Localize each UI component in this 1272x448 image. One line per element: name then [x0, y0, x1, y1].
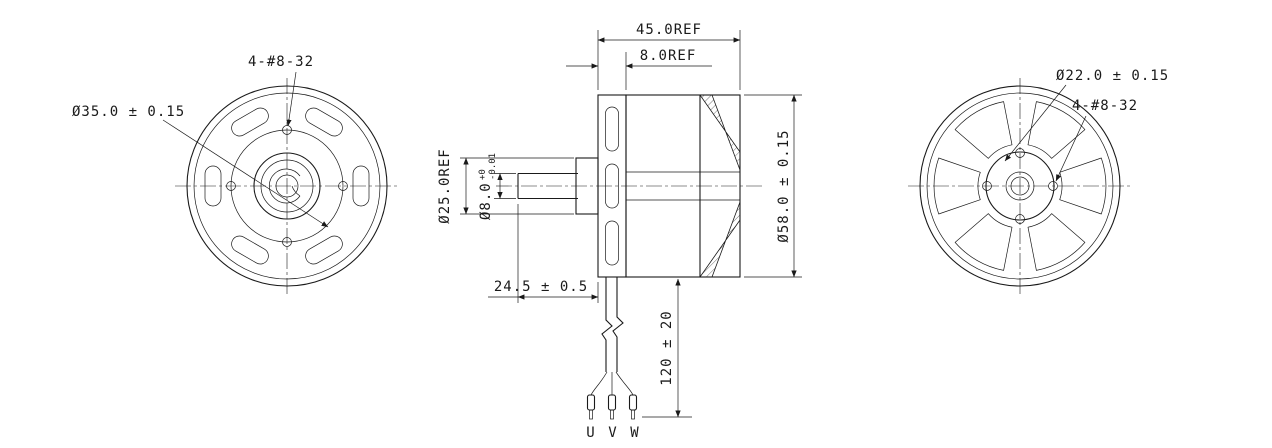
front-bolt-circle [230, 129, 344, 243]
bell-wall-bottom [699, 201, 741, 278]
rear-screw-holes [982, 148, 1058, 224]
shaft-tol-lower: -0.01 [488, 153, 498, 180]
rear-holes-leader [1055, 115, 1087, 182]
rear-holes-callout: 4-#8-32 [1055, 98, 1138, 182]
wire-connectors [586, 394, 638, 420]
motor-wires: U V W [586, 277, 639, 441]
rear-dia-callout: Ø22.0 ± 0.15 [1004, 68, 1169, 162]
wire-label-v: V [608, 425, 617, 441]
rear-hub [985, 151, 1055, 221]
wire-label-w: W [630, 425, 639, 441]
front-rim-circle [193, 92, 381, 280]
front-holes-label: 4-#8-32 [248, 54, 314, 70]
shaft-dia-label: Ø8.0 [478, 182, 494, 220]
front-outer-circle [186, 85, 388, 287]
length-ref-label: 45.0REF [636, 22, 702, 38]
rear-outer-circle [919, 85, 1121, 287]
front-view: Ø35.0 ± 0.15 4-#8-32 [72, 54, 399, 294]
wire-labels: U V W [586, 425, 639, 441]
rear-rim-circle [926, 92, 1114, 280]
rear-dia-label: Ø22.0 ± 0.15 [1056, 68, 1169, 84]
dim-wire-length: 120 ± 20 [642, 278, 692, 418]
front-vent-slots [204, 107, 370, 265]
wire-length-label: 120 ± 20 [659, 310, 675, 385]
rear-holes-label: 4-#8-32 [1072, 98, 1138, 114]
front-dia-leader [162, 119, 329, 228]
shaft [517, 172, 578, 200]
dim-boss-dia: Ø25.0REF [437, 148, 574, 224]
bell-wall-top [699, 94, 741, 171]
plate-ref-label: 8.0REF [640, 48, 697, 64]
motor-body [625, 94, 741, 278]
shaft-length-label: 24.5 ± 0.5 [494, 279, 588, 295]
dim-length-ref: 45.0REF [597, 22, 741, 90]
body-dia-label: Ø58.0 ± 0.15 [776, 129, 792, 242]
rear-spoke-openings [933, 101, 1107, 271]
rear-dia-leader [1004, 84, 1067, 162]
front-holes-callout: 4-#8-32 [248, 54, 314, 127]
shaft-tol-upper: +0 [478, 169, 488, 180]
wire-label-u: U [586, 425, 595, 441]
rear-view: Ø22.0 ± 0.15 4-#8-32 [908, 68, 1169, 294]
dim-body-dia: Ø58.0 ± 0.15 [744, 94, 802, 278]
side-view: U V W 45.0REF 8.0REF Ø25.0REF [437, 22, 802, 441]
boss-dia-label: Ø25.0REF [437, 148, 453, 223]
dim-shaft-length: 24.5 ± 0.5 [488, 204, 599, 303]
front-holes-leader [286, 71, 297, 127]
dim-shaft-dia: Ø8.0 +0 -0.01 [478, 153, 516, 220]
front-dia-callout: Ø35.0 ± 0.15 [72, 104, 329, 228]
front-dia-label: Ø35.0 ± 0.15 [72, 104, 185, 120]
dim-plate-ref: 8.0REF [566, 48, 712, 90]
